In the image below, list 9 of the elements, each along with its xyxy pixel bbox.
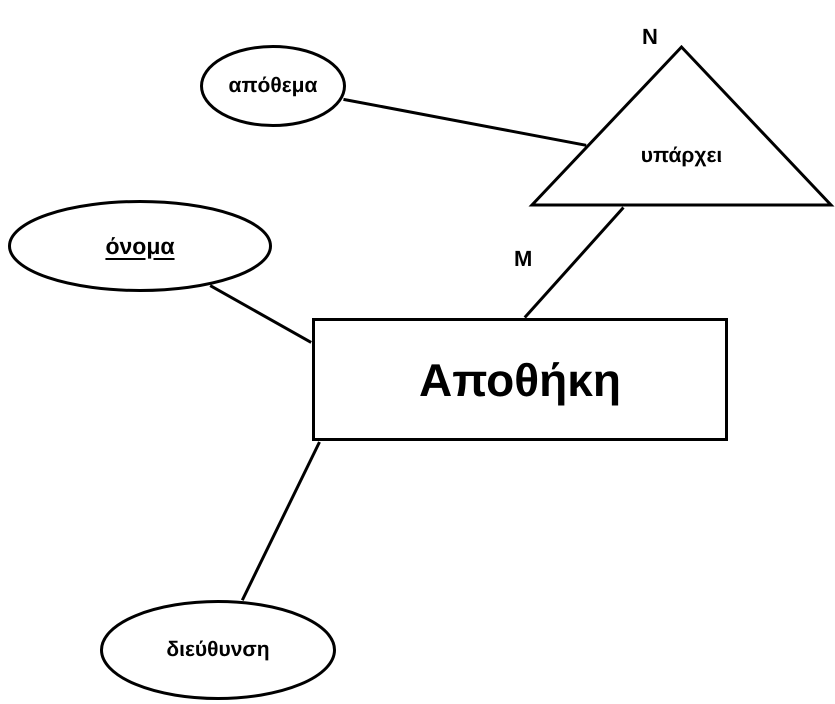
connector-line bbox=[524, 206, 625, 318]
connector-line bbox=[209, 284, 312, 344]
attribute-name: απόθεμα bbox=[228, 74, 318, 98]
connector-line bbox=[343, 98, 586, 147]
relationship-name: υπάρχει bbox=[640, 144, 722, 168]
entity-name: Αποθήκη bbox=[419, 352, 621, 406]
connector-line bbox=[240, 441, 321, 601]
attribute-name: διεύθυνση bbox=[166, 638, 270, 662]
attribute-name: όνομα bbox=[105, 232, 175, 260]
